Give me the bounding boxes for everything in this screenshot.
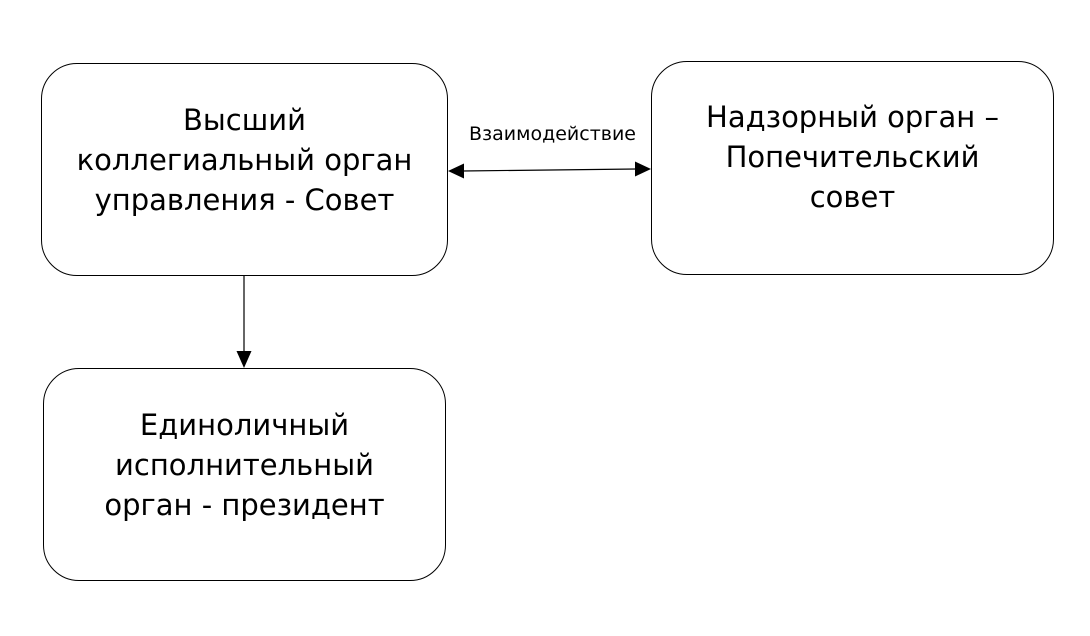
president-node-label: Единоличный исполнительный орган - прези… bbox=[104, 408, 385, 522]
council-node-label: Высший коллегиальный орган управления - … bbox=[76, 103, 413, 217]
supervisory-board-node-label: Надзорный орган – Попечительский совет bbox=[706, 100, 999, 214]
interaction-arrowhead-left bbox=[448, 163, 464, 179]
interaction-arrow-line bbox=[461, 168, 637, 172]
subordination-arrowhead bbox=[236, 351, 252, 368]
interaction-label: Взаимодействие bbox=[468, 123, 636, 145]
president-node: Единоличный исполнительный орган - прези… bbox=[43, 368, 446, 581]
council-node: Высший коллегиальный орган управления - … bbox=[41, 63, 448, 276]
interaction-arrow bbox=[448, 161, 651, 179]
subordination-arrow bbox=[236, 276, 252, 368]
supervisory-board-node: Надзорный орган – Попечительский совет bbox=[651, 61, 1054, 275]
interaction-arrowhead-right bbox=[635, 161, 651, 177]
